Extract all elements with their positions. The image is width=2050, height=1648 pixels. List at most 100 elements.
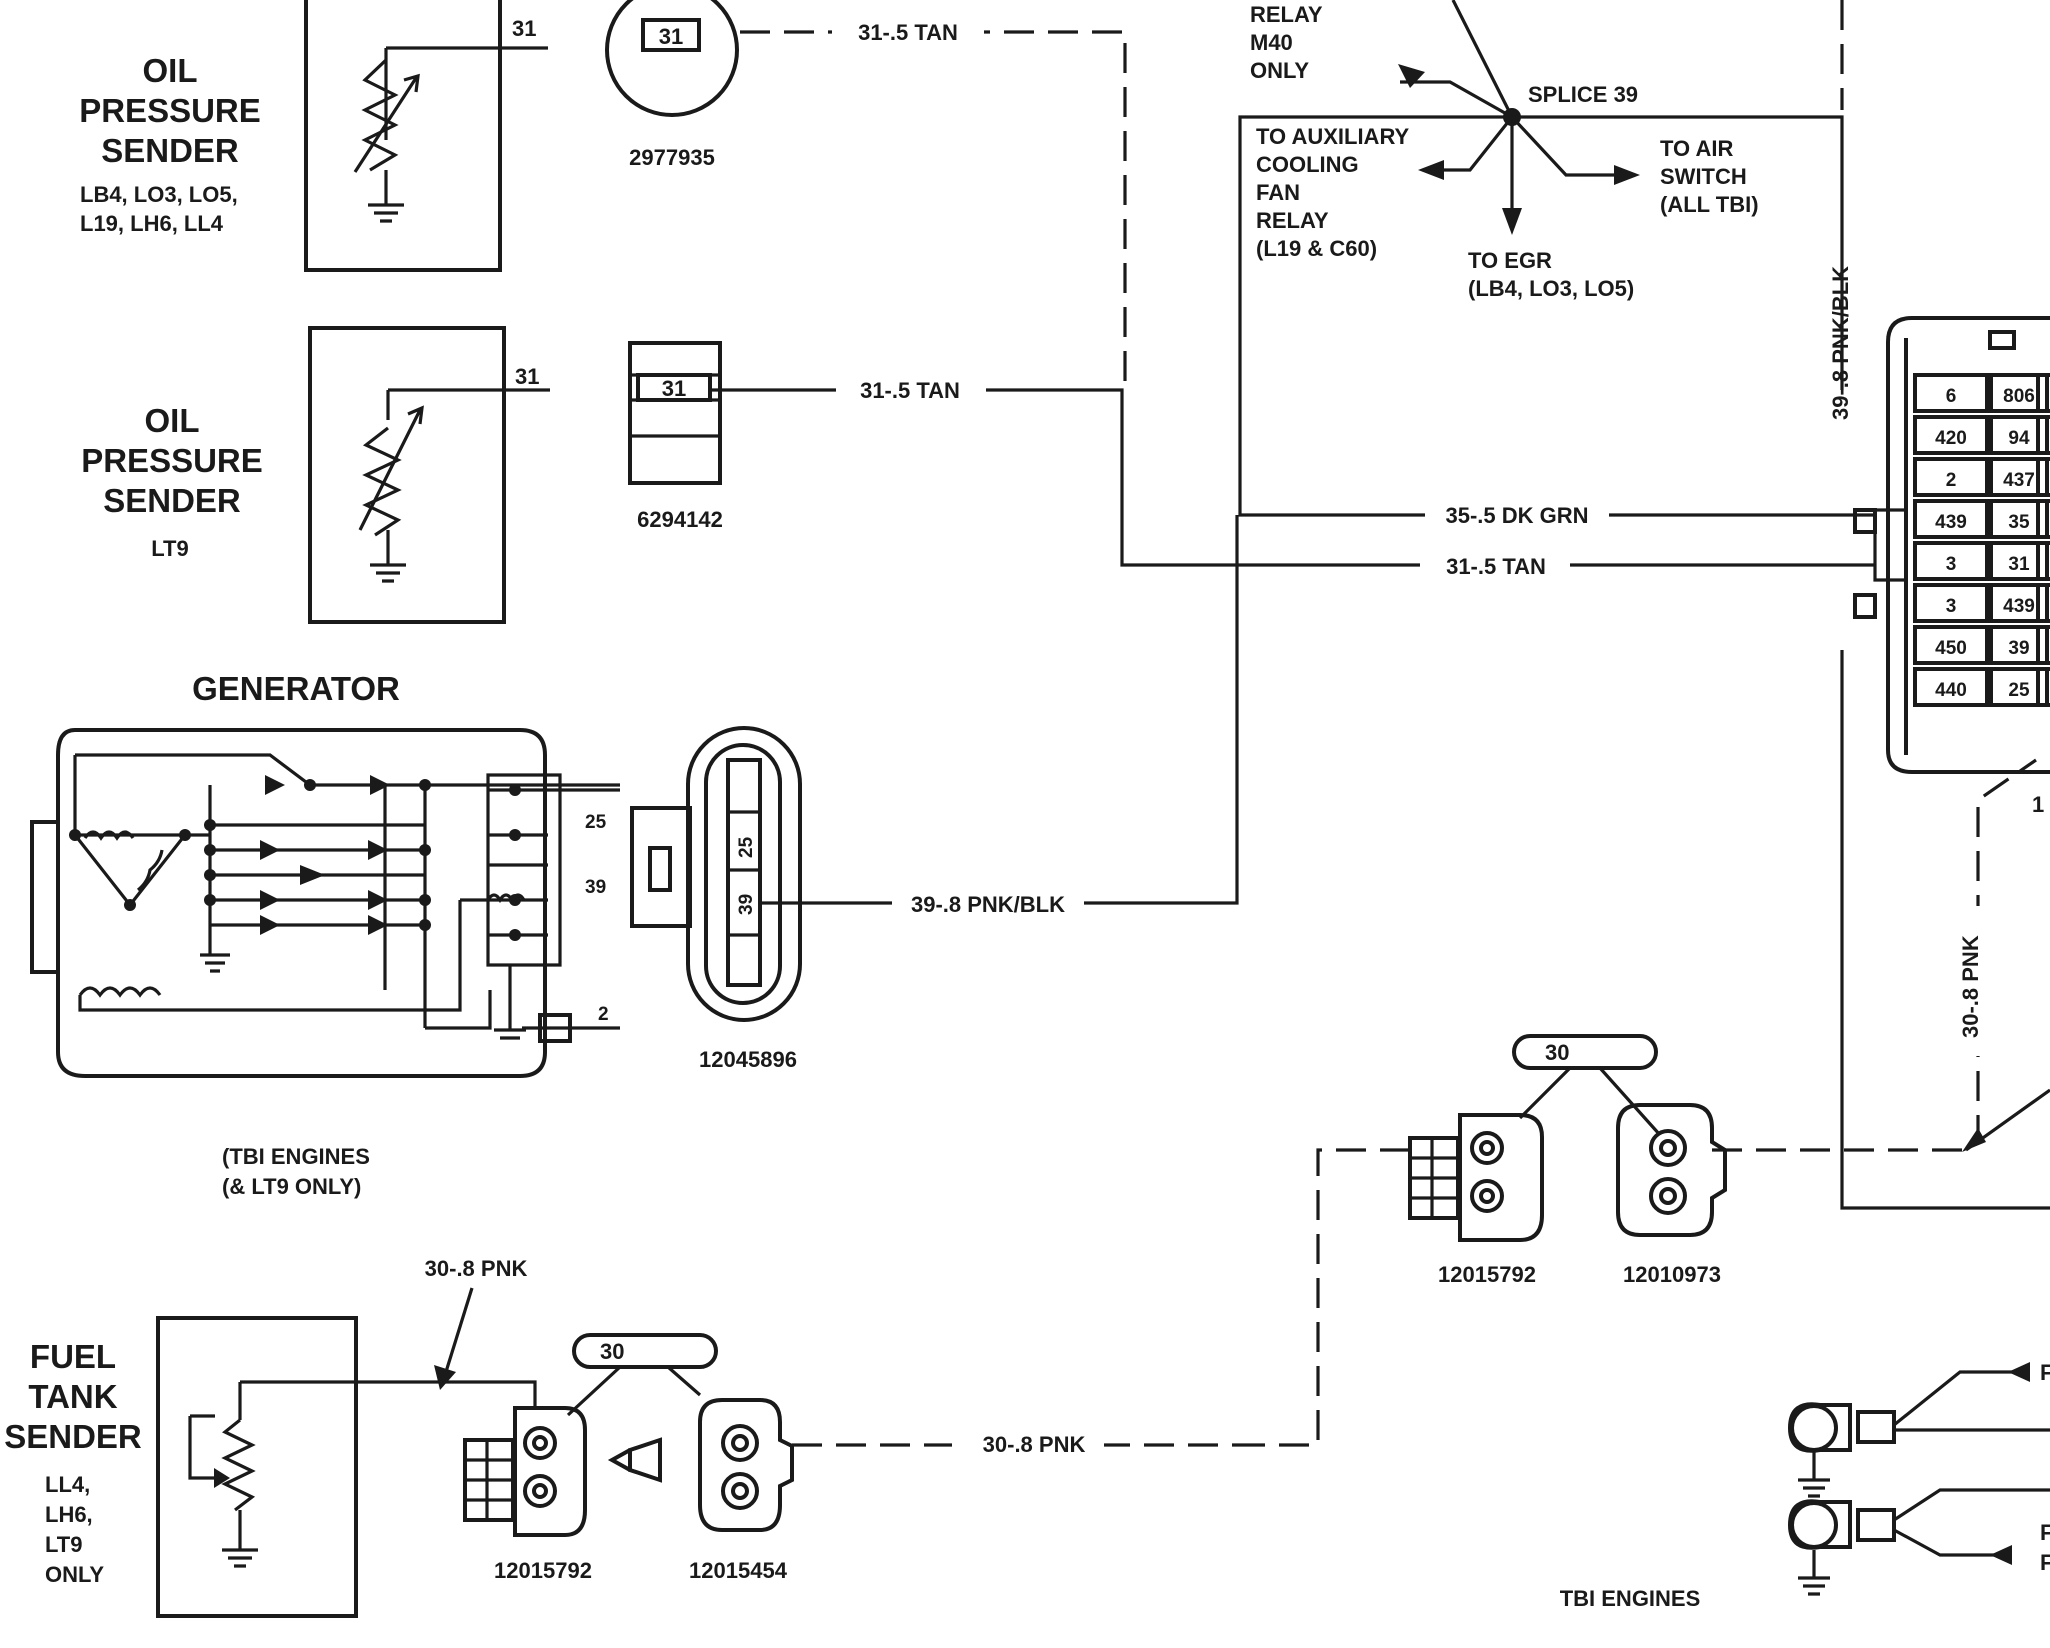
bulkhead-cell-box bbox=[1913, 667, 1989, 707]
sender-1-ground-icon bbox=[368, 170, 404, 223]
bulkhead-cell-edge bbox=[2036, 541, 2050, 581]
generator-title: GENERATOR bbox=[192, 670, 400, 707]
sender-1-resistor-icon bbox=[361, 58, 399, 172]
connector-2977935-cavity: 31 bbox=[659, 24, 683, 49]
connector-12015792-lower: 12015792 bbox=[463, 1406, 592, 1583]
arrow-to-egr-icon bbox=[1502, 208, 1522, 235]
sender-1-engines-line-1: LB4, LO3, LO5, bbox=[80, 182, 238, 207]
egr-line-1: TO EGR bbox=[1468, 248, 1552, 273]
splice-39-label: SPLICE 39 bbox=[1528, 82, 1638, 107]
sender-2-housing bbox=[308, 326, 506, 624]
connector-12010973-part: 12010973 bbox=[1623, 1262, 1721, 1287]
wire-label-30-pnk-vertical: 30-.8 PNK bbox=[1958, 935, 1983, 1038]
bulkhead-cell-edge bbox=[2036, 373, 2050, 413]
bulkhead-cell-box bbox=[1989, 625, 2049, 665]
oil-pressure-sender-1: OIL PRESSURE SENDER LB4, LO3, LO5, L19, … bbox=[79, 0, 548, 272]
bulkhead-cell-box bbox=[1913, 457, 1989, 497]
connector-tag-30-lower: 30 bbox=[600, 1339, 624, 1364]
oil-pressure-sender-2: OIL PRESSURE SENDER LT9 31 bbox=[81, 326, 550, 624]
bulkhead-cell-box bbox=[1913, 499, 1989, 539]
connector-12015792-lower-part: 12015792 bbox=[494, 1558, 592, 1583]
bulkhead-cell-box bbox=[1913, 415, 1989, 455]
sender-1-title-line-2: PRESSURE bbox=[79, 92, 261, 129]
wire-label-31-tan-mid: 31-.5 TAN bbox=[860, 378, 960, 403]
bulkhead-cut-label: 1 bbox=[2032, 792, 2044, 817]
wire-label-30-pnk-lower: 30-.8 PNK bbox=[983, 1432, 1086, 1457]
connector-12015454-part: 12015454 bbox=[689, 1558, 788, 1583]
air-switch-line-2: SWITCH bbox=[1660, 164, 1747, 189]
ground-lugs: F F F bbox=[1788, 1360, 2050, 1596]
bulkhead-cell-label: 420 bbox=[1935, 428, 1967, 449]
aux-fan-line-1: TO AUXILIARY bbox=[1256, 124, 1410, 149]
bulkhead-cell-label: 94 bbox=[2008, 428, 2030, 449]
bulkhead-cell-box bbox=[1913, 625, 1989, 665]
connector-12010973: 12010973 bbox=[1616, 1103, 1727, 1287]
sender-1-title-line-3: SENDER bbox=[101, 132, 239, 169]
arrow-to-aux-fan-icon bbox=[1418, 160, 1444, 180]
bulkhead-cell-edge bbox=[2036, 499, 2050, 539]
bulkhead-cell-box bbox=[1989, 583, 2049, 623]
bulkhead-cell-label: 6 bbox=[1946, 386, 1957, 407]
egr-line-2: (LB4, LO3, LO5) bbox=[1468, 276, 1634, 301]
connector-12045896: 25 39 12045896 bbox=[630, 726, 802, 1072]
bulkhead-cell-box bbox=[1989, 457, 2049, 497]
bulkhead-cell-box bbox=[1989, 373, 2049, 413]
sender-1-title-line-1: OIL bbox=[143, 52, 198, 89]
bulkhead-cell-box bbox=[1913, 583, 1989, 623]
generator-note-line-2: (& LT9 ONLY) bbox=[222, 1174, 361, 1199]
aux-fan-line-5: (L19 & C60) bbox=[1256, 236, 1377, 261]
generator-terminal-2: 2 bbox=[598, 1004, 609, 1025]
bulkhead-cell-label: 437 bbox=[2003, 470, 2035, 491]
ground-label-1: F bbox=[2040, 1360, 2050, 1385]
wire-31-tan-top bbox=[740, 30, 1127, 390]
generator-note-line-1: (TBI ENGINES bbox=[222, 1144, 370, 1169]
fuel-sender-ground-icon bbox=[222, 1510, 258, 1568]
connector-12045896-cavity-39: 39 bbox=[736, 894, 757, 915]
connector-6294142-part: 6294142 bbox=[637, 507, 723, 532]
fuel-sender-title-line-1: FUEL bbox=[30, 1338, 116, 1375]
generator-terminal-25: 25 bbox=[585, 812, 607, 833]
sender-1-terminal: 31 bbox=[512, 16, 536, 41]
sender-2-title-line-1: OIL bbox=[145, 402, 200, 439]
aux-fan-line-2: COOLING bbox=[1256, 152, 1359, 177]
fuel-sender-housing bbox=[156, 1316, 358, 1618]
arrow-to-air-switch-icon bbox=[1614, 165, 1640, 185]
connector-12015792-upper-part: 12015792 bbox=[1438, 1262, 1536, 1287]
fuel-tank-sender: FUEL TANK SENDER LL4, LH6, LT9 ONLY bbox=[4, 1316, 537, 1618]
bulkhead-cell-label: 25 bbox=[2008, 680, 2030, 701]
arrow-to-relay-icon bbox=[1398, 64, 1425, 88]
aux-fan-line-3: FAN bbox=[1256, 180, 1300, 205]
bulkhead-cell-box bbox=[1913, 373, 1989, 413]
connector-6294142-cavity: 31 bbox=[662, 376, 686, 401]
bulkhead-cell-box bbox=[1913, 541, 1989, 581]
bulkhead-cell-label: 439 bbox=[1935, 512, 1967, 533]
fuel-sender-title-line-3: SENDER bbox=[4, 1418, 142, 1455]
sender-2-engines: LT9 bbox=[151, 536, 188, 561]
relay-text-line-3: ONLY bbox=[1250, 58, 1309, 83]
ground-label-3: F bbox=[2040, 1550, 2050, 1575]
ground-label-2: F bbox=[2040, 1520, 2050, 1545]
bulkhead-cell-box bbox=[1989, 667, 2049, 707]
connector-pair-upper: 30 12015792 12010973 bbox=[1408, 1034, 1727, 1287]
connector-2977935-part: 2977935 bbox=[629, 145, 715, 170]
fuel-sender-engines-line-4: ONLY bbox=[45, 1562, 104, 1587]
connector-pair-lower: 30 12015792 12015454 bbox=[463, 1333, 794, 1583]
connector-12045896-part: 12045896 bbox=[699, 1047, 797, 1072]
bulkhead-cell-edge bbox=[2036, 583, 2050, 623]
bulkhead-cell-label: 806 bbox=[2003, 386, 2035, 407]
fuel-sender-engines-line-2: LH6, bbox=[45, 1502, 93, 1527]
aux-fan-line-4: RELAY bbox=[1256, 208, 1329, 233]
wire-label-35-dk-grn: 35-.5 DK GRN bbox=[1445, 503, 1588, 528]
connector-12015792-upper: 12015792 bbox=[1408, 1113, 1544, 1287]
bulkhead-cell-label: 450 bbox=[1935, 638, 1967, 659]
connector-12045896-cavity-25: 25 bbox=[736, 836, 757, 858]
fuel-sender-engines-line-3: LT9 bbox=[45, 1532, 82, 1557]
wire-label-39-pnk-blk-vertical: 39-.8 PNK/BLK bbox=[1828, 266, 1853, 420]
fuel-sender-title-line-2: TANK bbox=[28, 1378, 117, 1415]
bulkhead-cell-box bbox=[1989, 541, 2049, 581]
air-switch-line-3: (ALL TBI) bbox=[1660, 192, 1759, 217]
fuel-sender-engines-line-1: LL4, bbox=[45, 1472, 90, 1497]
wire-label-30-pnk-fuel: 30-.8 PNK bbox=[425, 1256, 528, 1281]
